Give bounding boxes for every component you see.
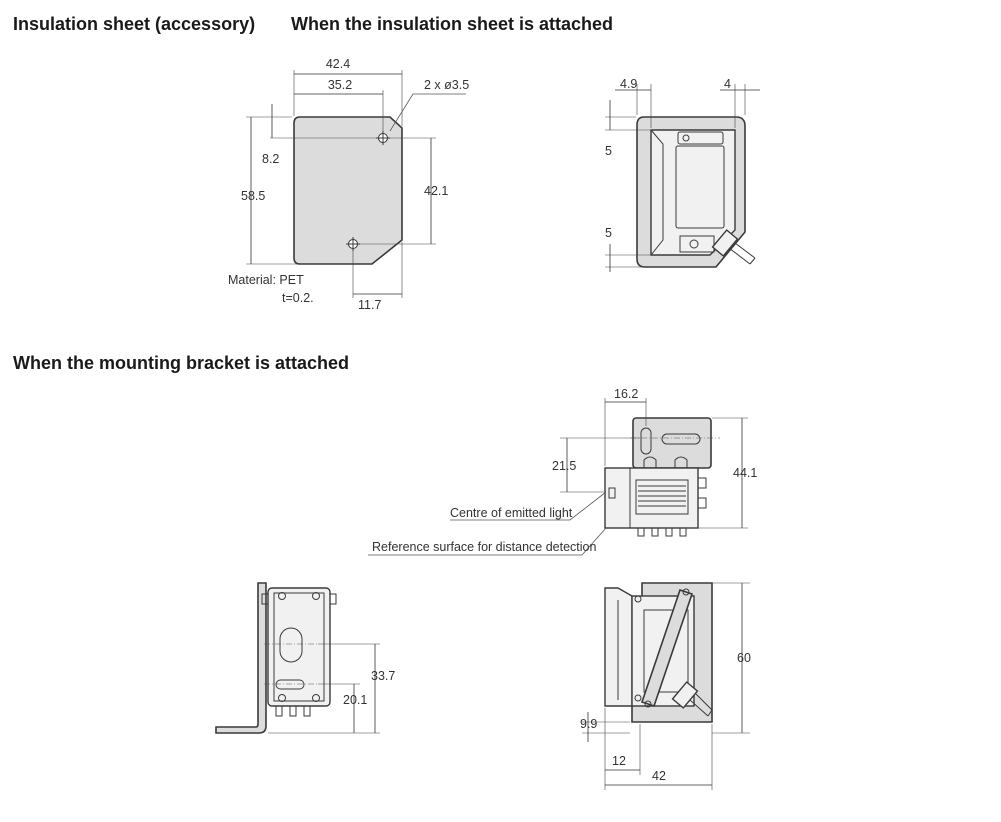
dim-top-offset: 8.2: [262, 152, 279, 166]
thickness-note: t=0.2.: [282, 291, 314, 305]
bracket-front-view: 60 9.9 12 42: [580, 582, 751, 790]
dim-front-height: 60: [737, 651, 751, 665]
bracket-attached-heading: When the mounting bracket is attached: [13, 353, 350, 373]
lower-hole: [346, 237, 360, 251]
sheet-attached-heading: When the insulation sheet is attached: [291, 14, 614, 34]
sheet-attached-view: 4.9 4 5 5: [605, 77, 760, 272]
dim-hole-pitch: 42.1: [424, 184, 448, 198]
bracket-plate: [632, 417, 712, 469]
dim-front-offset: 12: [612, 754, 626, 768]
dim-bracket-width: 16.2: [614, 387, 638, 401]
l-bracket: [215, 582, 267, 734]
sensor-top-body: [604, 467, 699, 529]
dim-light-center: 21.5: [552, 459, 576, 473]
label-reference-surface: Reference surface for distance detection: [372, 540, 596, 554]
dim-side-lower: 20.1: [343, 693, 367, 707]
bracket-side-view: 33.7 20.1: [215, 582, 395, 734]
dim-bottom-margin: 5: [605, 226, 612, 240]
dim-top-height: 44.1: [733, 466, 757, 480]
insulation-sheet-outline: [293, 116, 403, 265]
dim-front-width: 42: [652, 769, 666, 783]
dim-left-margin: 4.9: [620, 77, 637, 91]
bracket-top-view: 16.2 21.5 44.1 Centre of emitted light R…: [368, 387, 757, 556]
dim-bottom-hole: 11.7: [358, 298, 381, 312]
bracket-arm: [640, 588, 694, 708]
dim-front-bottom: 9.9: [580, 717, 597, 731]
dim-right-margin: 4: [724, 77, 731, 91]
dim-sheet-height: 58.5: [241, 189, 265, 203]
insulation-sheet-heading: Insulation sheet (accessory): [13, 14, 256, 34]
label-centre-of-light: Centre of emitted light: [450, 506, 573, 520]
dim-holes-label: 2 x ø3.5: [424, 78, 469, 92]
upper-hole: [376, 131, 390, 145]
material-note: Material: PET: [228, 273, 304, 287]
side-sensor-body: [267, 587, 331, 707]
cable-gland: [711, 229, 756, 265]
insulation-sheet-view: 42.4 35.2 2 x ø3.5 8.2 58.5 42.1 11.7 Ma…: [228, 57, 469, 312]
dim-side-upper: 33.7: [371, 669, 395, 683]
dim-hole-x: 35.2: [328, 78, 352, 92]
dim-sheet-width: 42.4: [326, 57, 350, 71]
front-cable-gland: [671, 681, 713, 717]
dim-top-margin: 5: [605, 144, 612, 158]
